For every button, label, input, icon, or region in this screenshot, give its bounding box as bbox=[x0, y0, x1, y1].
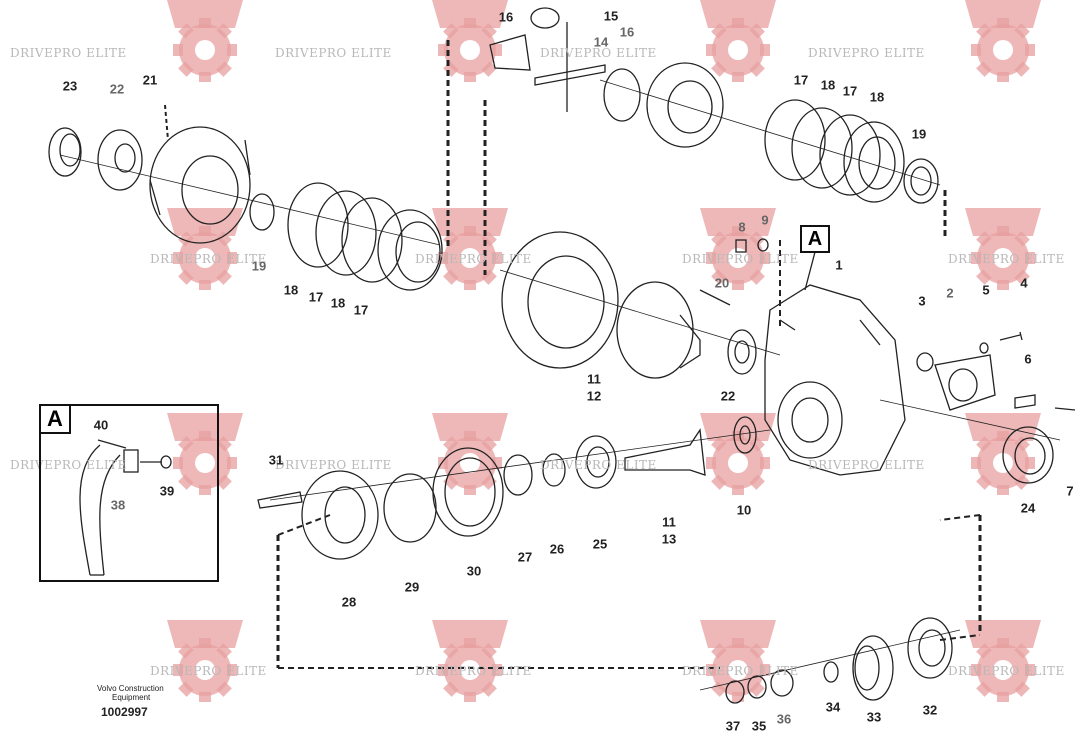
callout-19b: 19 bbox=[251, 258, 267, 274]
watermark-text: DRIVEPRO ELITE bbox=[150, 664, 267, 678]
watermark-text: DRIVEPRO ELITE bbox=[275, 458, 392, 472]
watermark-logos bbox=[167, 0, 1041, 702]
callout-17c: 17 bbox=[308, 289, 324, 305]
callout-40: 40 bbox=[93, 417, 109, 433]
watermark-text: DRIVEPRO ELITE bbox=[682, 252, 799, 266]
callout-18d: 18 bbox=[330, 295, 346, 311]
callout-4: 4 bbox=[1020, 275, 1028, 291]
watermark-text: DRIVEPRO ELITE bbox=[10, 46, 127, 60]
callout-9: 9 bbox=[761, 212, 769, 228]
callout-18: 18 bbox=[820, 77, 836, 93]
watermark-text: DRIVEPRO ELITE bbox=[808, 46, 925, 60]
callout-29: 29 bbox=[404, 579, 420, 595]
callout-14: 14 bbox=[593, 34, 609, 50]
callout-7: 7 bbox=[1066, 483, 1074, 499]
brand-line-1: Volvo Construction bbox=[97, 684, 164, 693]
brand-line-2: Equipment bbox=[112, 693, 151, 702]
watermark-text: DRIVEPRO ELITE bbox=[948, 252, 1065, 266]
callout-19: 19 bbox=[911, 126, 927, 142]
callout-16: 16 bbox=[498, 9, 514, 25]
callout-36: 36 bbox=[776, 711, 792, 727]
callout-11b: 11 bbox=[662, 514, 676, 530]
callout-32: 32 bbox=[922, 702, 938, 718]
callout-11: 11 bbox=[587, 371, 601, 387]
callout-23: 23 bbox=[62, 78, 78, 94]
watermark-text: DRIVEPRO ELITE bbox=[540, 458, 657, 472]
callout-3: 3 bbox=[918, 293, 926, 309]
watermark-text: DRIVEPRO ELITE bbox=[808, 458, 925, 472]
watermark-text: DRIVEPRO ELITE bbox=[682, 664, 799, 678]
watermark-text: DRIVEPRO ELITE bbox=[150, 252, 267, 266]
watermark-text: DRIVEPRO ELITE bbox=[415, 252, 532, 266]
callout-22: 22 bbox=[109, 81, 125, 97]
callout-6: 6 bbox=[1024, 351, 1032, 367]
callout-30: 30 bbox=[466, 563, 482, 579]
callout-18c: 18 bbox=[283, 282, 299, 298]
callout-13: 13 bbox=[661, 531, 677, 547]
callout-31: 31 bbox=[268, 452, 284, 468]
callout-17b: 17 bbox=[842, 83, 858, 99]
callout-1: 1 bbox=[835, 257, 843, 273]
callout-18b: 18 bbox=[869, 89, 885, 105]
callout-28: 28 bbox=[341, 594, 357, 610]
watermark-text: DRIVEPRO ELITE bbox=[540, 46, 657, 60]
callout-34: 34 bbox=[825, 699, 841, 715]
callout-24: 24 bbox=[1020, 500, 1036, 516]
callout-25: 25 bbox=[592, 536, 608, 552]
view-reference-label: A bbox=[800, 225, 830, 253]
callout-38: 38 bbox=[110, 497, 126, 513]
callout-17: 17 bbox=[793, 72, 809, 88]
callout-10: 10 bbox=[736, 502, 752, 518]
watermark-text: DRIVEPRO ELITE bbox=[415, 664, 532, 678]
callout-15: 15 bbox=[603, 8, 619, 24]
callout-2: 2 bbox=[946, 285, 954, 301]
callout-39: 39 bbox=[159, 483, 175, 499]
callout-33: 33 bbox=[866, 709, 882, 725]
watermark-text: DRIVEPRO ELITE bbox=[275, 46, 392, 60]
callout-17d: 17 bbox=[353, 302, 369, 318]
callout-37: 37 bbox=[725, 718, 741, 734]
callout-8: 8 bbox=[738, 219, 746, 235]
callout-22b: 22 bbox=[720, 388, 736, 404]
callout-5: 5 bbox=[982, 282, 990, 298]
callout-21: 21 bbox=[142, 72, 158, 88]
callout-27: 27 bbox=[517, 549, 533, 565]
detail-view-frame bbox=[39, 404, 219, 582]
figure-number: 1002997 bbox=[101, 705, 148, 719]
callout-16b: 16 bbox=[619, 24, 635, 40]
callout-35: 35 bbox=[751, 718, 767, 734]
callout-26: 26 bbox=[549, 541, 565, 557]
callout-20: 20 bbox=[714, 275, 730, 291]
detail-view-label: A bbox=[39, 404, 71, 434]
callout-12: 12 bbox=[586, 388, 602, 404]
watermark-text: DRIVEPRO ELITE bbox=[948, 664, 1065, 678]
